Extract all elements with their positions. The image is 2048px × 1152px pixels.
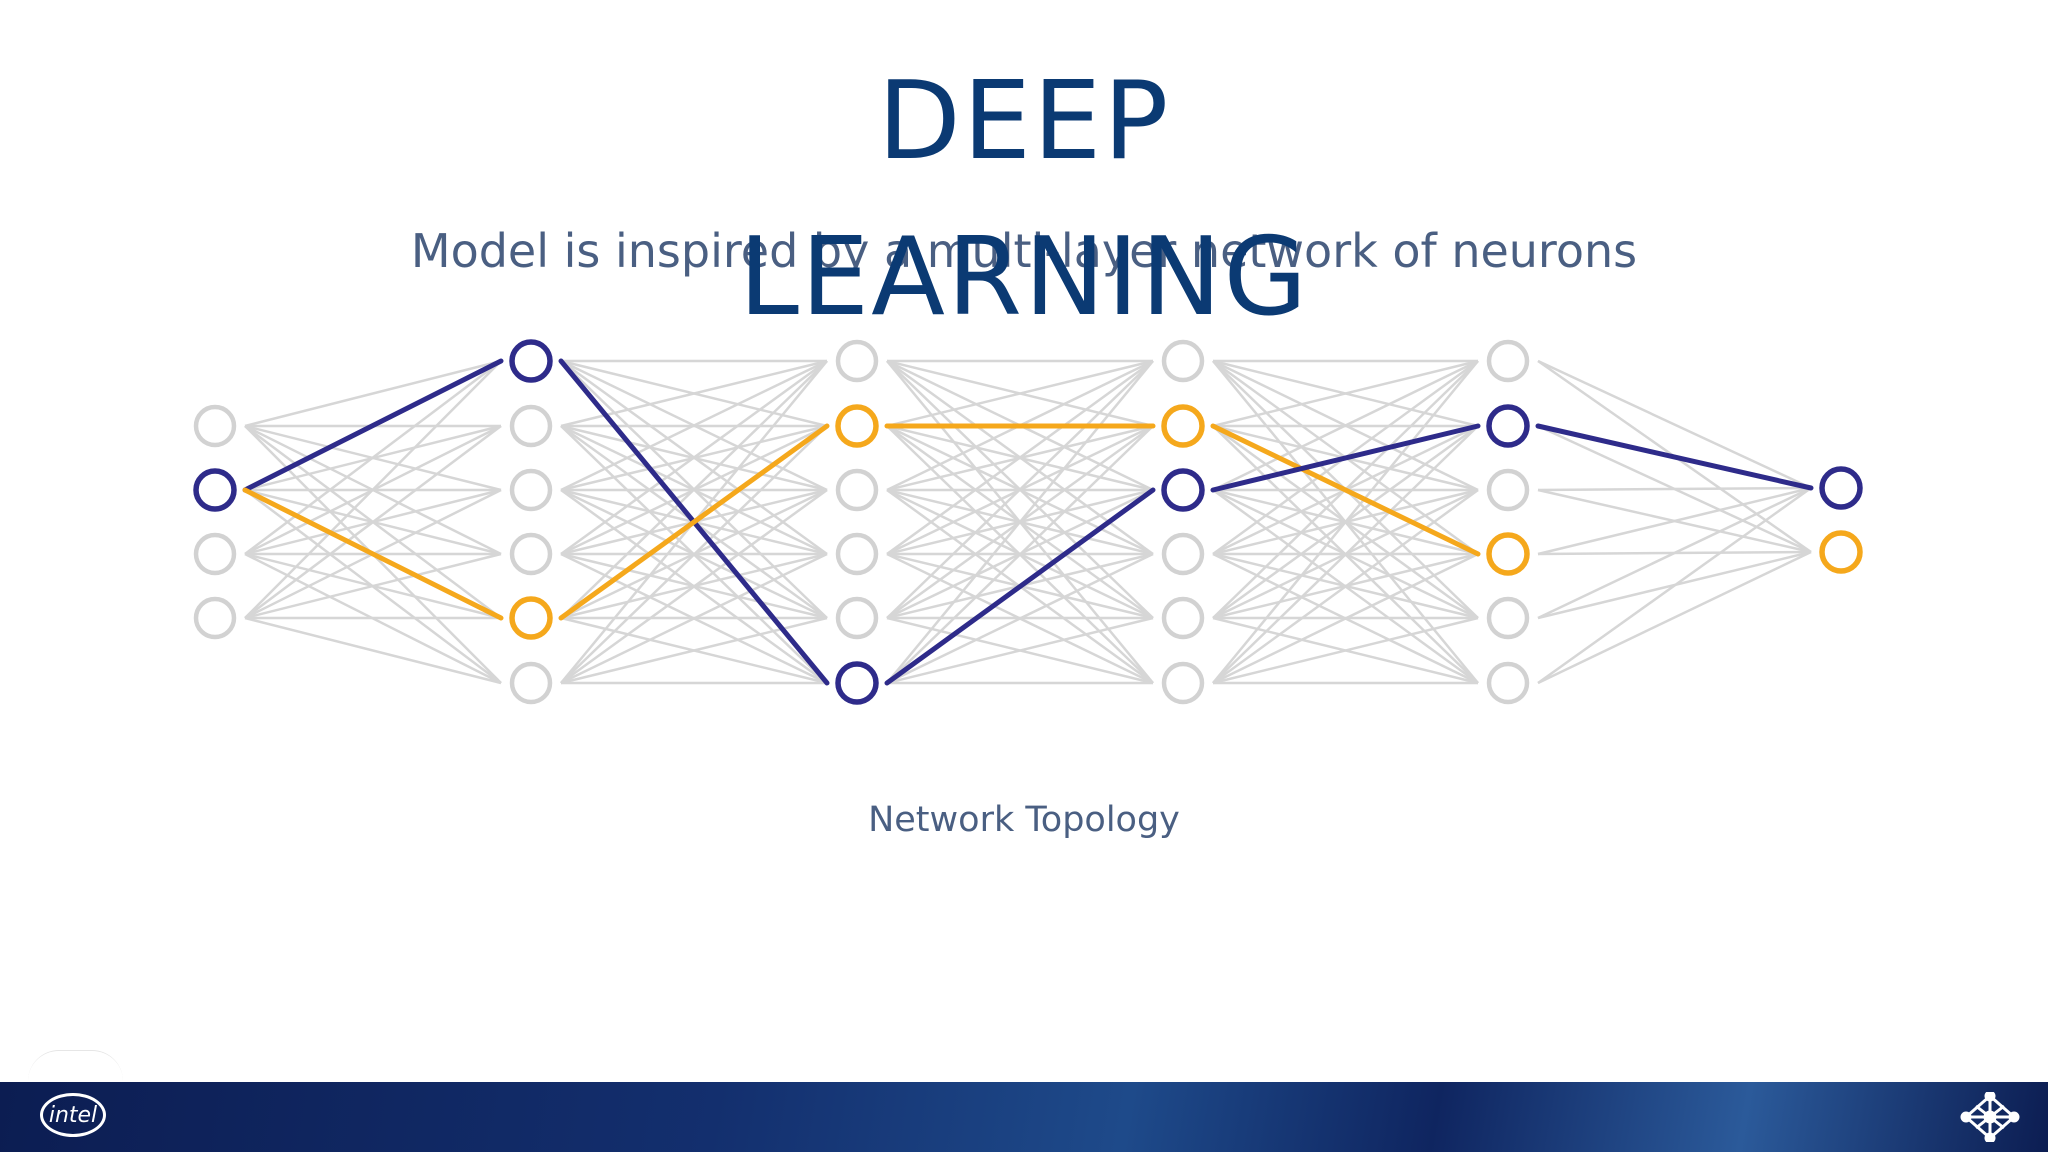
connection-line [560, 425, 828, 684]
neuron-gray [1161, 532, 1205, 576]
footer-bar [0, 1082, 2048, 1152]
connection-line [1212, 616, 1479, 685]
diagram-caption: Network Topology [868, 800, 1180, 840]
intel-logo-text: intel [48, 1102, 98, 1128]
neuron-blue [835, 661, 879, 705]
connection-line [1212, 360, 1479, 684]
connection-line [1537, 486, 1812, 620]
connection-line [886, 359, 1154, 556]
connection-line [244, 616, 502, 685]
connection-line [886, 552, 1154, 685]
connection-line [886, 360, 1154, 684]
connection-line [1537, 550, 1812, 685]
neuron-gray [509, 468, 553, 512]
neuron-blue [193, 468, 237, 512]
neuron-gray [835, 596, 879, 640]
neuron-blue [1486, 404, 1530, 448]
neuron-gray [193, 532, 237, 576]
neuron-blue [1819, 466, 1863, 510]
highlighted-connection-orange [1210, 423, 1481, 557]
connection-line [560, 359, 828, 556]
slide-title-line-1: DEEP [877, 59, 1171, 184]
neuron-blue [1161, 468, 1205, 512]
highlighted-connection-blue [242, 358, 504, 493]
highlighted-paths [242, 358, 1814, 686]
neuron-orange [509, 596, 553, 640]
neuron-orange [1819, 530, 1863, 574]
connection-line [886, 359, 1154, 428]
neuron-gray [835, 339, 879, 383]
neuron-gray [1161, 596, 1205, 640]
highlighted-connection-blue [884, 487, 1156, 686]
connection-line [1212, 359, 1479, 428]
connection-line [244, 360, 502, 619]
neuron-gray [1161, 339, 1205, 383]
neuron-gray [1486, 468, 1530, 512]
connection-line [560, 359, 828, 492]
neuron-blue [509, 339, 553, 383]
network-logo-icon [1960, 1092, 2020, 1142]
connection-line [886, 425, 1154, 684]
connection-line [244, 359, 502, 428]
highlighted-connection-orange [242, 487, 504, 621]
neuron-gray [1486, 339, 1530, 383]
connection-line [1212, 425, 1479, 684]
neuron-gray [1486, 661, 1530, 705]
connection-line [1212, 359, 1479, 492]
neuron-gray [1161, 661, 1205, 705]
connection-line [1537, 486, 1812, 685]
connection-line [1537, 486, 1812, 492]
highlighted-connection-orange [558, 423, 830, 621]
connection-line [886, 616, 1154, 685]
connection-line [244, 425, 502, 619]
neuron-gray [835, 532, 879, 576]
neuron-gray [193, 596, 237, 640]
neuron-gray [509, 532, 553, 576]
neuron-gray [509, 404, 553, 448]
neurons [193, 339, 1863, 705]
highlighted-connection-blue [1210, 423, 1481, 493]
faint-watermark [28, 1050, 123, 1081]
highlighted-connection-blue [1535, 423, 1814, 491]
slide-subtitle: Model is inspired by a multi-layer netwo… [410, 224, 1638, 278]
neuron-orange [1486, 532, 1530, 576]
neuron-gray [509, 661, 553, 705]
connection-line [560, 488, 828, 685]
connection-lines [244, 359, 1812, 685]
neuron-orange [1161, 404, 1205, 448]
intel-logo: intel [40, 1093, 106, 1137]
connection-line [560, 360, 828, 619]
neuron-orange [835, 404, 879, 448]
connection-line [1212, 552, 1479, 685]
connection-line [244, 360, 502, 555]
neuron-gray [193, 404, 237, 448]
connection-line [1212, 488, 1479, 685]
slide-title-line-2: LEARNING [738, 215, 1310, 340]
connection-line [886, 360, 1154, 619]
connection-line [1537, 486, 1812, 556]
connection-line [244, 552, 502, 620]
connection-line [560, 552, 828, 685]
connection-line [1537, 359, 1812, 490]
neuron-gray [835, 468, 879, 512]
neuron-gray [1486, 596, 1530, 640]
